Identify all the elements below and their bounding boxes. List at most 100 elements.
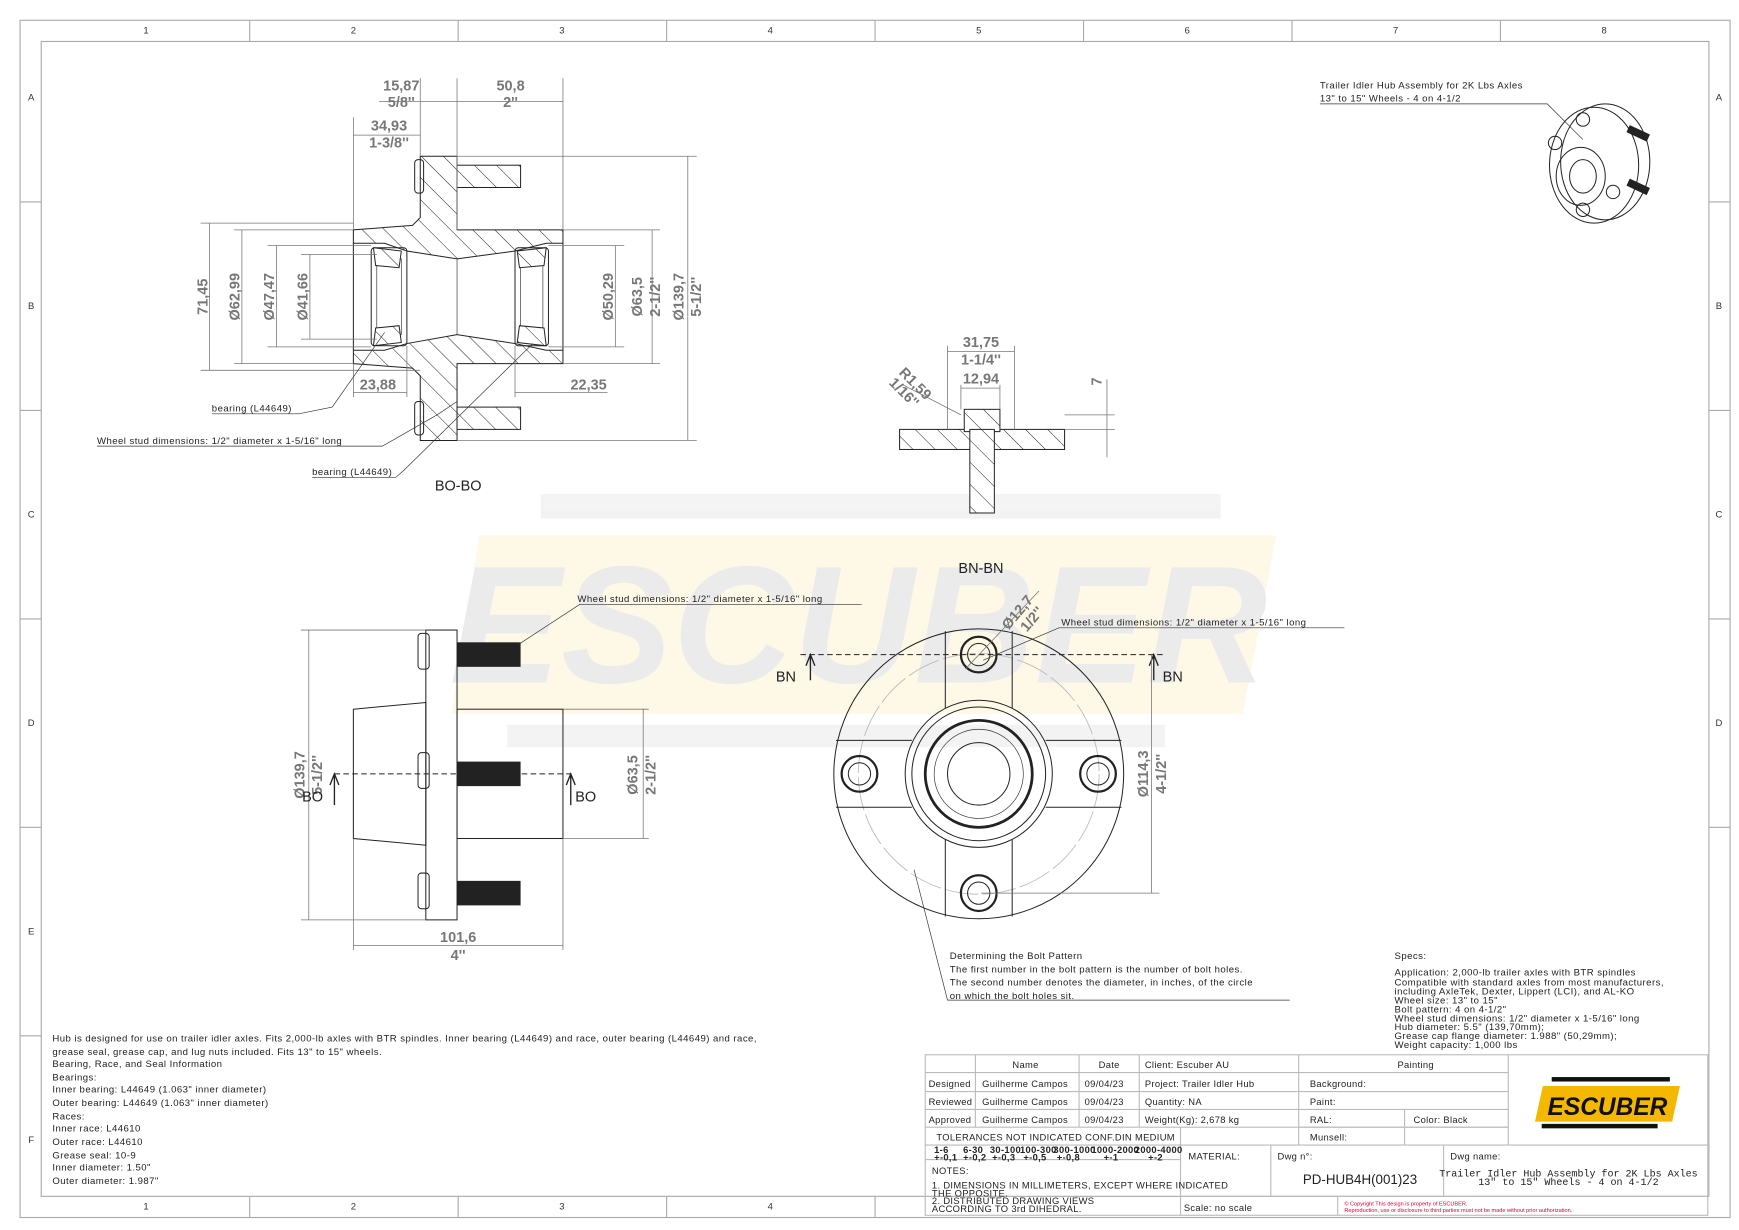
svg-text:Hub diameter: 5.5" (139,70mm);: Hub diameter: 5.5" (139,70mm); [1395,1022,1545,1033]
grid-markers [20,20,1731,1218]
svg-text:1. DIMENSIONS IN MILLIMETERS,: 1. DIMENSIONS IN MILLIMETERS, EXCEPT WHE… [932,1181,1228,1191]
section-bo-view: 15,87 5/8'' 50,8 2'' 34,93 1-3/8'' 71,45… [96,78,705,495]
title-row-approved: Approved Guilherme Campos 09/04/23 Weigh… [929,1115,1332,1125]
svg-text:+-0,1: +-0,1 [934,1153,957,1163]
svg-text:NOTES:: NOTES: [932,1166,969,1176]
svg-text:Reproduction, use or disclosur: Reproduction, use or disclosure to third… [1344,1208,1572,1214]
svg-text:+-0,8: +-0,8 [1057,1153,1080,1163]
svg-text:Grease cap flange diameter: 1.: Grease cap flange diameter: 1.988" (50,2… [1395,1031,1618,1042]
svg-text:3: 3 [559,1202,564,1213]
leader-lines [96,332,534,478]
svg-text:Trailer Idler Hub Assembly for: Trailer Idler Hub Assembly for 2K Lbs Ax… [1439,1168,1697,1180]
svg-text:Munsell:: Munsell: [1310,1133,1348,1143]
escuber-logo: ESCUBER [1535,1077,1680,1129]
svg-text:Guilherme Campos: Guilherme Campos [982,1097,1068,1107]
bolt-pattern-note: Determining the Bolt Pattern The first n… [950,951,1253,1002]
svg-text:Painting: Painting [1397,1060,1434,1070]
svg-text:Inner diameter: 1.50": Inner diameter: 1.50" [52,1163,151,1174]
svg-text:A: A [28,93,35,104]
svg-text:4: 4 [768,1202,773,1213]
svg-text:100-300: 100-300 [1020,1145,1057,1155]
svg-text:09/04/23: 09/04/23 [1085,1097,1124,1107]
svg-text:A: A [1716,93,1723,104]
svg-text:1-6: 1-6 [934,1145,949,1155]
svg-text:Ø47,47: Ø47,47 [262,273,278,321]
svg-text:Outer bearing: L44649 (1.063": Outer bearing: L44649 (1.063" inner diam… [52,1098,268,1109]
svg-text:ACCORDING TO 3rd DIHEDRAL.: ACCORDING TO 3rd DIHEDRAL. [932,1204,1082,1214]
svg-text:ESCUBER: ESCUBER [450,532,1268,718]
svg-text:Ø114,3: Ø114,3 [1136,750,1152,797]
wheel-studs [457,642,521,906]
svg-text:MATERIAL:: MATERIAL: [1188,1152,1240,1162]
cut-label-bo-right: BO [575,790,596,806]
hub-description: Hub is designed for use on trailer idler… [52,1033,757,1187]
bearing-left [370,247,408,347]
svg-text:+-0,2: +-0,2 [963,1153,986,1163]
svg-text:Guilherme Campos: Guilherme Campos [982,1079,1068,1089]
svg-text:2-1/2'': 2-1/2'' [643,755,659,795]
svg-text:09/04/23: 09/04/23 [1085,1115,1124,1125]
svg-text:Outer diameter: 1.987": Outer diameter: 1.987" [52,1176,158,1187]
svg-text:13" to 15" Wheels - 4 on 4-1/2: 13" to 15" Wheels - 4 on 4-1/2 [1478,1177,1658,1189]
front-stud-label: Wheel stud dimensions: 1/2" diameter x 1… [1061,618,1306,629]
svg-text:Designed: Designed [929,1079,971,1089]
svg-text:Name: Name [1012,1060,1038,1070]
svg-text:TOLERANCES NOT INDICATED CONF.: TOLERANCES NOT INDICATED CONF.DIN MEDIUM [936,1133,1175,1143]
svg-text:The first number in the bolt p: The first number in the bolt pattern is … [950,964,1243,975]
svg-text:101,6: 101,6 [440,930,476,946]
svg-text:+-0,3: +-0,3 [992,1153,1015,1163]
svg-text:THE OPPOSITE.: THE OPPOSITE. [932,1188,1008,1198]
svg-text:1000-2000: 1000-2000 [1091,1145,1139,1155]
svg-text:Quantity: NA: Quantity: NA [1145,1097,1202,1107]
bearing-bottom-label: bearing (L44649) [312,467,392,478]
svg-text:F: F [28,1135,34,1146]
svg-text:Date: Date [1099,1060,1120,1070]
svg-text:Ø50,29: Ø50,29 [601,273,617,321]
cut-label-bo-left: BO [302,790,323,806]
svg-text:Paint:: Paint: [1310,1097,1336,1107]
svg-text:300-1000: 300-1000 [1053,1145,1095,1155]
iso-view: Trailer Idler Hub Assembly for 2K Lbs Ax… [1319,80,1651,224]
svg-text:Approved: Approved [929,1115,972,1125]
svg-text:Scale: no scale: Scale: no scale [1184,1203,1253,1213]
svg-text:Inner bearing: L44649 (1.063": Inner bearing: L44649 (1.063" inner diam… [52,1085,266,1096]
svg-text:5: 5 [976,26,981,37]
svg-text:3: 3 [559,26,564,37]
section-bn-title: BN-BN [958,561,1003,577]
drawing-number: PD-HUB4H(001)23 [1303,1172,1417,1187]
front-view: BN BN Ø12,7 1/2'' Ø114,3 4-1/2'' Wheel s… [776,590,1345,1002]
svg-text:Client: Escuber AU: Client: Escuber AU [1145,1060,1230,1070]
svg-text:C: C [28,509,35,520]
svg-text:Guilherme Campos: Guilherme Campos [982,1115,1068,1125]
svg-text:1: 1 [143,1202,148,1213]
svg-text:4'': 4'' [451,948,466,964]
svg-text:ESCUBER: ESCUBER [1548,1094,1668,1121]
svg-text:Weight(Kg): 2,678 kg: Weight(Kg): 2,678 kg [1145,1115,1239,1125]
svg-text:Application: 2,000-lb trailer: Application: 2,000-lb trailer axles with… [1395,968,1636,979]
svg-text:E: E [28,926,34,937]
svg-text:22,35: 22,35 [570,377,606,393]
svg-text:6: 6 [1185,26,1190,37]
cut-label-bn-left: BN [776,669,796,685]
svg-text:Ø139,7: Ø139,7 [671,273,687,321]
svg-text:The second number denotes the: The second number denotes the diameter, … [950,978,1253,989]
specs: Specs: Application: 2,000-lb trailer axl… [1395,951,1664,1051]
svg-text:on which the bolt holes sit.: on which the bolt holes sit. [950,991,1075,1002]
svg-text:Bearing, Race, and Seal Inform: Bearing, Race, and Seal Information [52,1059,222,1070]
svg-text:15,87: 15,87 [383,79,419,95]
bearing-top-label: bearing (L44649) [212,404,292,415]
svg-text:Trailer Idler Hub Assembly for: Trailer Idler Hub Assembly for 2K Lbs Ax… [1320,80,1523,91]
svg-text:Reviewed: Reviewed [929,1097,973,1107]
svg-text:Inner race: L44610: Inner race: L44610 [52,1124,140,1135]
svg-text:grease seal, grease cap, and l: grease seal, grease cap, and lug nuts in… [52,1047,382,1058]
svg-text:1: 1 [143,26,148,37]
svg-text:Hub is designed for use on tra: Hub is designed for use on trailer idler… [52,1033,757,1044]
side-view: Ø139,7 5-1/2'' Ø63,5 2-1/2'' 101,6 4'' B… [292,594,862,964]
svg-text:8: 8 [1601,26,1606,37]
svg-text:1-1/4'': 1-1/4'' [961,353,1001,369]
svg-text:Bolt pattern: 4 on 4-1/2": Bolt pattern: 4 on 4-1/2" [1395,1004,1507,1015]
section-bo-title: BO-BO [435,479,482,495]
title-row-reviewed: Reviewed Guilherme Campos 09/04/23 Quant… [929,1097,1336,1107]
svg-text:Ø63,5: Ø63,5 [630,277,646,316]
